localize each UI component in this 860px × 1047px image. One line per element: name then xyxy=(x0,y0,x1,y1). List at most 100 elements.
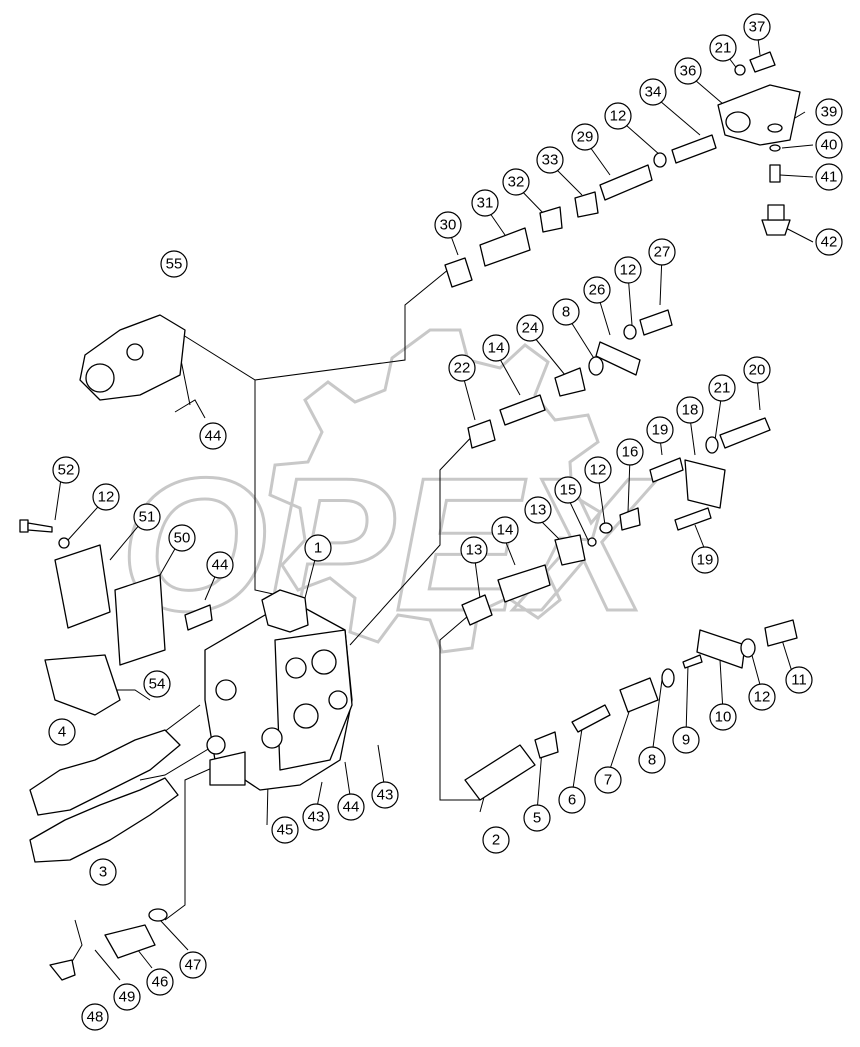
callout-45[interactable]: 45 xyxy=(271,816,299,844)
callout-21-middle[interactable]: 21 xyxy=(708,374,736,402)
callout-21-top[interactable]: 21 xyxy=(709,34,737,62)
callout-12-d[interactable]: 12 xyxy=(604,102,632,130)
callout-30-label: 30 xyxy=(440,217,457,234)
callout-44-bottom[interactable]: 44 xyxy=(337,793,365,821)
callout-51-label: 51 xyxy=(139,509,156,526)
callout-13-left[interactable]: 13 xyxy=(460,536,488,564)
callout-8-lower[interactable]: 8 xyxy=(638,746,666,774)
callout-13-right-label: 13 xyxy=(530,502,547,519)
callout-1[interactable]: 1 xyxy=(304,534,332,562)
callout-16[interactable]: 16 xyxy=(616,438,644,466)
callout-5[interactable]: 5 xyxy=(523,804,551,832)
callout-8-upper[interactable]: 8 xyxy=(552,298,580,326)
middle-spring-stack xyxy=(461,417,771,626)
watermark-gear xyxy=(268,328,602,654)
callout-1-label: 1 xyxy=(314,540,322,557)
callout-4[interactable]: 4 xyxy=(48,718,76,746)
spools xyxy=(29,729,181,863)
callout-12-e[interactable]: 12 xyxy=(92,483,120,511)
callout-37[interactable]: 37 xyxy=(743,13,771,41)
callout-31[interactable]: 31 xyxy=(471,189,499,217)
callout-42-label: 42 xyxy=(821,234,838,251)
callout-12-b-label: 12 xyxy=(590,462,607,479)
callout-7-label: 7 xyxy=(604,772,612,789)
callout-13-right[interactable]: 13 xyxy=(524,496,552,524)
callout-6[interactable]: 6 xyxy=(558,786,586,814)
callout-19-lower[interactable]: 19 xyxy=(691,546,719,574)
callout-39-label: 39 xyxy=(821,104,838,121)
callout-12-c[interactable]: 12 xyxy=(614,256,642,284)
callout-27[interactable]: 27 xyxy=(648,238,676,266)
callout-15[interactable]: 15 xyxy=(554,476,582,504)
callout-55-label: 55 xyxy=(166,256,183,273)
callout-52[interactable]: 52 xyxy=(52,456,80,484)
callout-47-label: 47 xyxy=(185,957,202,974)
callout-7[interactable]: 7 xyxy=(594,766,622,794)
callout-22[interactable]: 22 xyxy=(448,354,476,382)
callout-19-upper[interactable]: 19 xyxy=(646,416,674,444)
callout-10[interactable]: 10 xyxy=(709,703,737,731)
bolt-52 xyxy=(19,519,70,549)
callout-18-label: 18 xyxy=(682,402,699,419)
callout-32[interactable]: 32 xyxy=(502,168,530,196)
callout-26[interactable]: 26 xyxy=(583,276,611,304)
callout-41[interactable]: 41 xyxy=(815,163,843,191)
callout-42[interactable]: 42 xyxy=(815,228,843,256)
callout-14-lower[interactable]: 14 xyxy=(491,516,519,544)
callout-34-label: 34 xyxy=(645,84,662,101)
upper-middle-stack xyxy=(467,309,673,449)
callout-49[interactable]: 49 xyxy=(113,983,141,1011)
valve-body xyxy=(204,589,353,791)
callout-3[interactable]: 3 xyxy=(89,858,117,886)
callout-50[interactable]: 50 xyxy=(168,524,196,552)
callout-51[interactable]: 51 xyxy=(133,503,161,531)
callout-13-left-label: 13 xyxy=(466,542,483,559)
callout-44-middle-label: 44 xyxy=(212,557,229,574)
callout-9[interactable]: 9 xyxy=(672,726,700,754)
callout-44-middle[interactable]: 44 xyxy=(206,551,234,579)
callout-48-label: 48 xyxy=(87,1009,104,1026)
callout-34[interactable]: 34 xyxy=(639,78,667,106)
callout-4-label: 4 xyxy=(58,724,66,741)
callout-24[interactable]: 24 xyxy=(516,314,544,342)
callout-47[interactable]: 47 xyxy=(179,951,207,979)
callout-43-left[interactable]: 43 xyxy=(302,803,330,831)
callout-55[interactable]: 55 xyxy=(160,250,188,278)
callout-14-upper[interactable]: 14 xyxy=(482,334,510,362)
callout-22-label: 22 xyxy=(454,360,471,377)
callout-50-label: 50 xyxy=(174,530,191,547)
callout-6-label: 6 xyxy=(568,792,576,809)
callout-11[interactable]: 11 xyxy=(785,666,813,694)
callout-54[interactable]: 54 xyxy=(143,670,171,698)
callout-26-label: 26 xyxy=(589,282,606,299)
callout-40[interactable]: 40 xyxy=(815,131,843,159)
callout-14-lower-label: 14 xyxy=(497,522,514,539)
callout-18[interactable]: 18 xyxy=(676,396,704,424)
callout-10-label: 10 xyxy=(715,709,732,726)
callout-20[interactable]: 20 xyxy=(743,356,771,384)
callout-12-b[interactable]: 12 xyxy=(584,456,612,484)
callout-12-a[interactable]: 12 xyxy=(748,683,776,711)
callout-3-label: 3 xyxy=(99,864,107,881)
callout-46[interactable]: 46 xyxy=(146,968,174,996)
callout-9-label: 9 xyxy=(682,732,690,749)
callout-48[interactable]: 48 xyxy=(81,1003,109,1031)
callout-43-right[interactable]: 43 xyxy=(371,781,399,809)
callout-44-top-label: 44 xyxy=(205,428,222,445)
callout-30[interactable]: 30 xyxy=(434,211,462,239)
callout-33-label: 33 xyxy=(542,152,559,169)
callout-29[interactable]: 29 xyxy=(571,123,599,151)
callout-44-top[interactable]: 44 xyxy=(199,422,227,450)
callout-45-label: 45 xyxy=(277,822,294,839)
callout-2-label: 2 xyxy=(492,832,500,849)
callout-39[interactable]: 39 xyxy=(815,98,843,126)
callout-36[interactable]: 36 xyxy=(674,57,702,85)
callout-2[interactable]: 2 xyxy=(482,826,510,854)
callout-8-upper-label: 8 xyxy=(562,304,570,321)
callout-49-label: 49 xyxy=(119,989,136,1006)
callout-12-c-label: 12 xyxy=(620,262,637,279)
callout-33[interactable]: 33 xyxy=(536,146,564,174)
top-stack xyxy=(444,51,801,288)
callout-41-label: 41 xyxy=(821,169,838,186)
